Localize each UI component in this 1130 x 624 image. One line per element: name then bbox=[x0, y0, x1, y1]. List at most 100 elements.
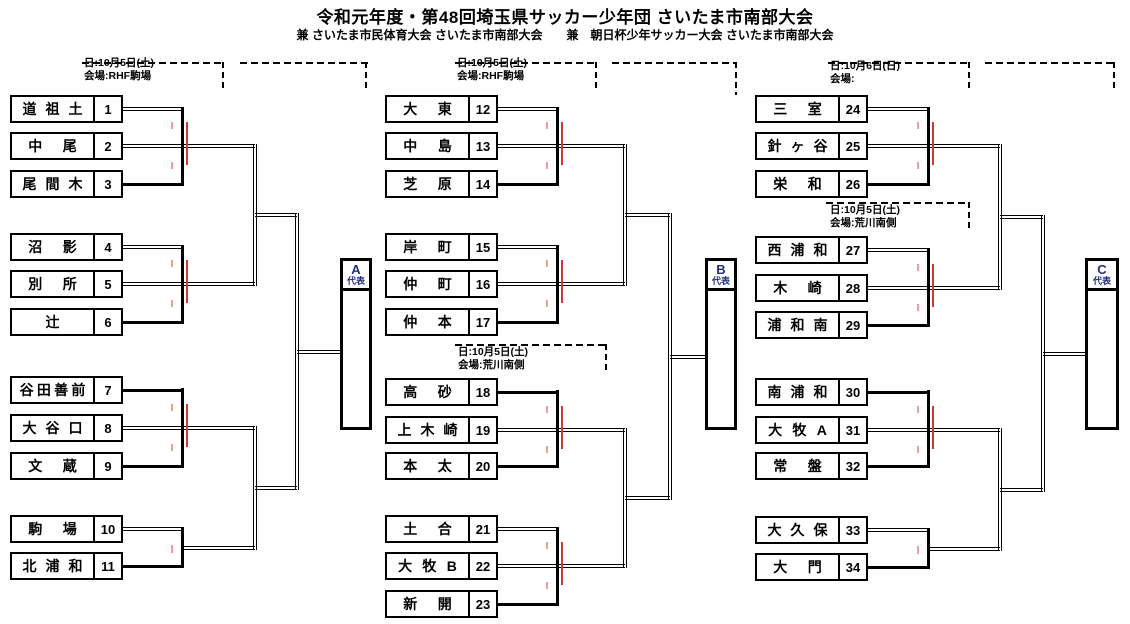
bracket-line-h bbox=[121, 282, 255, 286]
team-name-char: 中 bbox=[28, 138, 43, 154]
bracket-line-h bbox=[866, 248, 928, 252]
team-seed-number: 12 bbox=[468, 97, 496, 121]
team-name-char: 土 bbox=[403, 521, 418, 537]
team-name: 常盤 bbox=[757, 454, 838, 478]
schedule-date: 日:10月5日(土) bbox=[830, 204, 901, 216]
team-seed-number: 30 bbox=[838, 380, 866, 404]
team-seed-number: 26 bbox=[838, 172, 866, 196]
bracket-line-h bbox=[496, 245, 557, 249]
team-name-char: 久 bbox=[790, 522, 805, 538]
team-name: 新開 bbox=[387, 592, 468, 616]
team-name-char: 田 bbox=[36, 382, 51, 398]
bracket-line-h bbox=[255, 486, 297, 490]
bracket-line-h bbox=[928, 547, 1000, 551]
winner-mark bbox=[186, 404, 188, 447]
bracket-line-h bbox=[1000, 488, 1043, 492]
bracket-line-h bbox=[496, 428, 625, 432]
team-name-char: 仲 bbox=[403, 314, 418, 330]
team-name-char: 大 bbox=[773, 559, 788, 575]
team-name-char: 土 bbox=[68, 101, 83, 117]
schedule-label: 日:10月6日(日)会場: bbox=[830, 60, 900, 86]
team-seed-number: 14 bbox=[468, 172, 496, 196]
score-tick bbox=[917, 304, 919, 311]
team-name-char: 上 bbox=[397, 422, 412, 438]
team-seed-number: 27 bbox=[838, 238, 866, 262]
team-name-char: 祖 bbox=[45, 101, 60, 117]
score-tick bbox=[917, 446, 919, 453]
team-seed-number: 33 bbox=[838, 518, 866, 542]
team-seed-number: 32 bbox=[838, 454, 866, 478]
team-seed-number: 20 bbox=[468, 454, 496, 478]
team-name-char: 蔵 bbox=[62, 458, 77, 474]
winner-mark bbox=[186, 260, 188, 303]
team-name-char: 芝 bbox=[403, 176, 418, 192]
team-name-char: 本 bbox=[403, 458, 418, 474]
schedule-dashed-line bbox=[595, 62, 597, 89]
team-name-char: 南 bbox=[813, 317, 828, 333]
bracket-line-v bbox=[668, 213, 672, 500]
representative-label: 代表 bbox=[346, 276, 365, 286]
schedule-dashed-line bbox=[612, 62, 737, 64]
team-name-char: 室 bbox=[807, 101, 822, 117]
bracket-line-v bbox=[253, 144, 257, 286]
team-name-char: 砂 bbox=[437, 384, 452, 400]
schedule-dashed-line bbox=[735, 62, 737, 95]
team-name-char: 南 bbox=[767, 384, 782, 400]
schedule-dashed-line bbox=[455, 62, 597, 64]
bracket-line-h bbox=[625, 496, 670, 500]
bracket-line-h bbox=[866, 528, 928, 532]
team-name-char: 場 bbox=[62, 521, 77, 537]
team-name: 土合 bbox=[387, 517, 468, 541]
team-seed-number: 18 bbox=[468, 380, 496, 404]
team-seed-number: 16 bbox=[468, 272, 496, 296]
team-name-char: 町 bbox=[437, 239, 452, 255]
team-name-char: 間 bbox=[45, 176, 60, 192]
bracket-line-v bbox=[623, 144, 627, 286]
bracket-line-v bbox=[623, 428, 627, 568]
bracket-line-v bbox=[181, 527, 184, 568]
team-name: 岸町 bbox=[387, 235, 468, 259]
team-name-char: 本 bbox=[437, 314, 452, 330]
schedule-venue: 会場: bbox=[830, 73, 855, 85]
team-name: 道祖土 bbox=[12, 97, 93, 121]
winner-mark bbox=[561, 542, 563, 585]
bracket-line-h bbox=[255, 213, 297, 217]
team-name-char: 大 bbox=[767, 522, 782, 538]
team-name: 本太 bbox=[387, 454, 468, 478]
bracket-line-h bbox=[625, 213, 670, 217]
team-name-char: 所 bbox=[62, 276, 77, 292]
tournament-title: 令和元年度・第48回埼玉県サッカー少年団 さいたま市南部大会 bbox=[316, 8, 814, 27]
team-name-char: 島 bbox=[437, 138, 452, 154]
team-name-char: 口 bbox=[68, 420, 83, 436]
score-tick bbox=[171, 122, 173, 129]
bracket-line-h bbox=[121, 527, 182, 531]
team-name-char: 門 bbox=[807, 559, 822, 575]
schedule-dashed-line bbox=[222, 62, 224, 89]
schedule-dashed-line bbox=[826, 202, 970, 204]
bracket-line-h bbox=[121, 107, 182, 111]
team-name-char: 和 bbox=[813, 242, 828, 258]
block-letter: C bbox=[1097, 262, 1107, 277]
schedule-dashed-line bbox=[985, 62, 1115, 64]
team-name: 駒場 bbox=[12, 517, 93, 541]
schedule-date: 日:10月5日(土) bbox=[457, 57, 528, 69]
team-name-char: 和 bbox=[790, 317, 805, 333]
team-name-char: 和 bbox=[807, 176, 822, 192]
team-name-char: 中 bbox=[403, 138, 418, 154]
